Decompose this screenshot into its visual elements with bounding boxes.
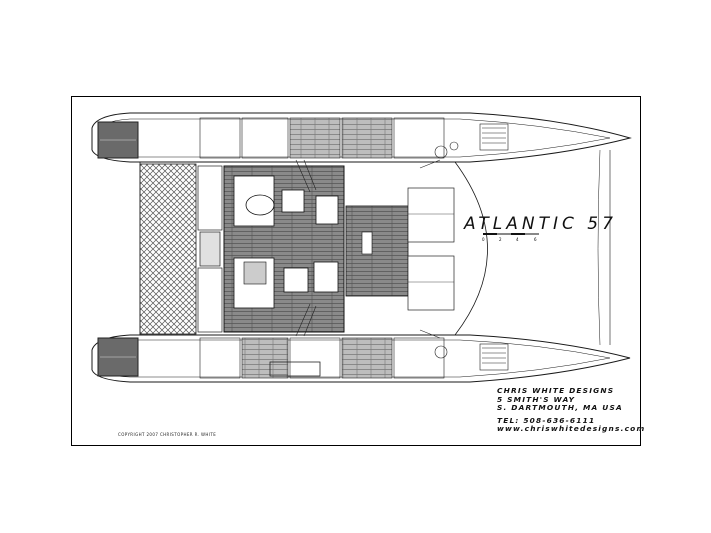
scale-mark-6: 6	[534, 237, 537, 242]
port-hull-rooms	[199, 337, 509, 379]
scale-mark-0: 0	[482, 237, 485, 242]
scale-bar: 0 2 4 6	[482, 233, 539, 242]
scale-mark-2: 2	[499, 237, 502, 242]
drawing-title: ATLANTIC 57	[464, 214, 617, 234]
designer-street: 5 SMITH'S WAY	[497, 394, 576, 404]
lower-hull	[91, 334, 631, 383]
starboard-hull-rooms	[199, 117, 509, 159]
forward-lockers	[407, 187, 455, 311]
designer-phone: TEL: 508-636-6111	[497, 415, 596, 425]
upper-hull	[91, 112, 632, 163]
copyright-note: COPYRIGHT 2007 CHRISTOPHER R. WHITE	[118, 432, 217, 437]
aft-cockpit-seats	[197, 165, 223, 333]
deck-hatch	[361, 231, 373, 255]
designer-city: S. DARTMOUTH, MA USA	[497, 403, 623, 413]
designer-website: www.chriswhitedesigns.com	[497, 424, 646, 434]
designer-name: CHRIS WHITE DESIGNS	[497, 386, 615, 395]
designer-block: CHRIS WHITE DESIGNS 5 SMITH'S WAY S. DAR…	[497, 386, 646, 434]
drawing-border	[71, 96, 641, 446]
companionway-steps	[295, 159, 441, 339]
forward-deck	[345, 205, 409, 297]
aft-trampoline	[139, 163, 197, 335]
scale-mark-4: 4	[516, 237, 519, 242]
saloon-area	[223, 165, 345, 333]
